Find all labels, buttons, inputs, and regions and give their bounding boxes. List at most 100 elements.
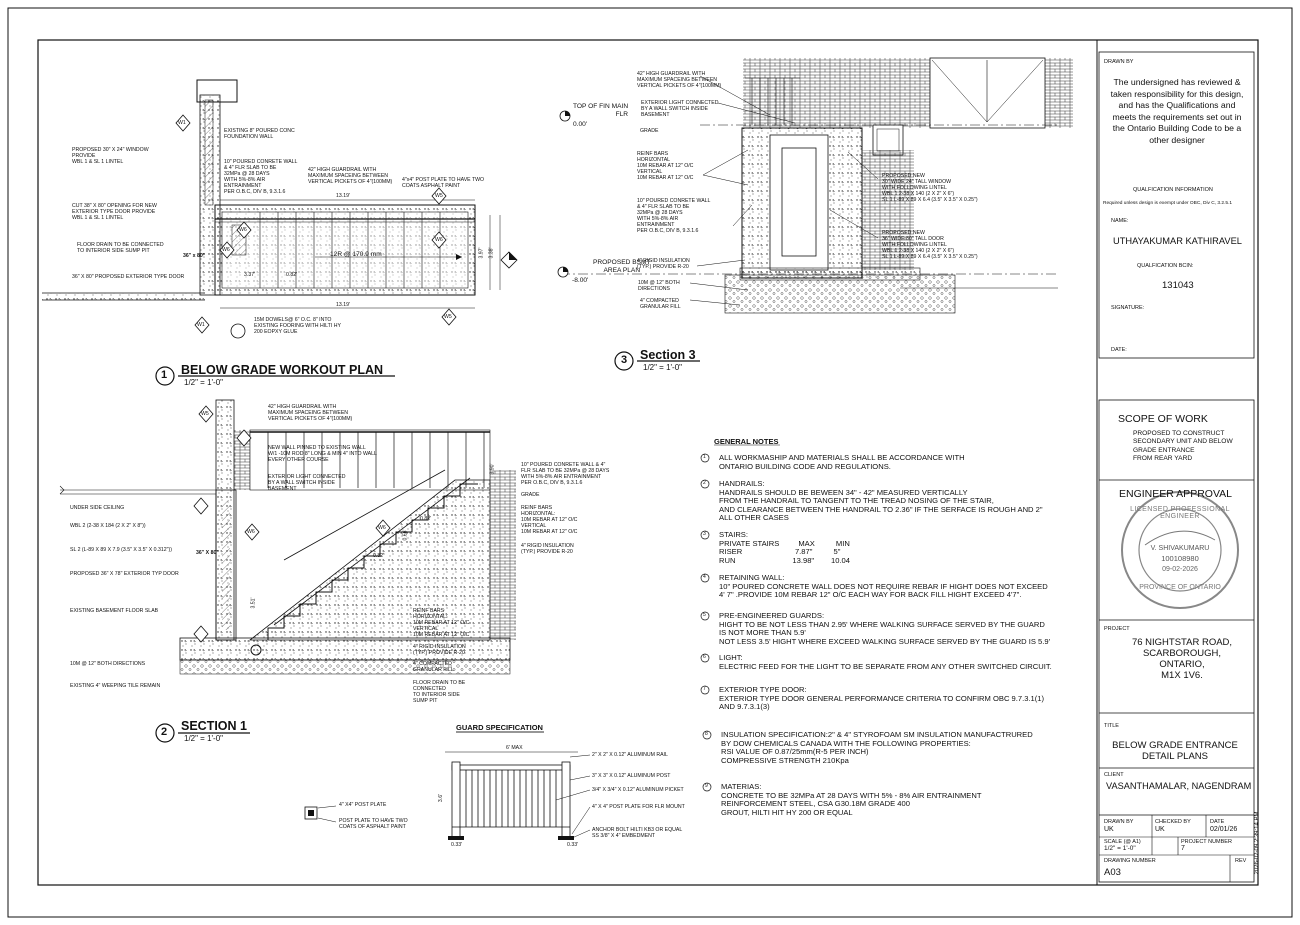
section1-label-light: EXTERIOR LIGHT CONNECTED BY A WALL SWITC… <box>268 474 346 492</box>
section1-label-insulation: 4" RIGID INSULATION (TYP.) PROVIDE R-20 <box>521 543 574 555</box>
section1-dim-1: 0.82' <box>420 516 432 522</box>
plan1-dim-top: 13.19' <box>336 193 350 199</box>
section1-label-door: PROPOSED 36" X 78" EXTERIOR TYP DOOR <box>70 571 179 577</box>
section1-label-guardrail: 42" HIGH GUARDRAIL WITH MAXIMUM SPACEING… <box>268 404 353 422</box>
note-8-text: INSULATION SPECIFICATION:2" & 4" STYROFO… <box>721 730 1033 765</box>
tb-drawing-num-label: DRAWING NUMBER <box>1104 858 1156 864</box>
note-9-text: MATERIAS: CONCRETE TO BE 32MPa AT 28 DAY… <box>721 782 982 817</box>
section3-label-door: PROPOSED NEW 36" WIDE 80" TALL DOOR WITH… <box>882 230 978 260</box>
tb-date2-label: DATE <box>1210 819 1225 825</box>
section1-label-ceiling: UNDER SIDE CEILING <box>70 505 125 511</box>
guard-label-post-plate: 4" X 4" POST PLATE FOR FLR MOUNT <box>592 804 685 810</box>
tb-drawn: UK <box>1104 826 1114 833</box>
plan1-scale: 1/2" = 1'-0" <box>184 378 224 387</box>
plan1-tag-w5-bottom: W5 <box>444 314 452 320</box>
tb-scope-text: PROPOSED TO CONSTRUCT SECONDARY UNIT AND… <box>1133 430 1233 462</box>
plan1-dim-door: 36" x 80" <box>183 253 206 259</box>
plan1-dim-run: 0.82' <box>286 272 298 278</box>
section1-label-new-wall: NEW WALL PINNED TO EXISTING WALL W/1 -10… <box>268 445 377 463</box>
guard-label-post: 3" X 3" X 0.12" ALUMINUM POST <box>592 773 671 779</box>
section1-label-insulation-2: 4" RIGID INSULATION (TYP.) PROVIDE R-20 <box>413 644 466 656</box>
tb-drawn-label: DRAWN BY <box>1104 819 1134 825</box>
tb-signature-label: SIGNATURE: <box>1111 305 1145 311</box>
note-7-number: 7 <box>703 686 706 692</box>
stamp-top-text: LICENSED PROFESSIONAL ENGINEER <box>1130 506 1230 520</box>
print-timestamp: 2026-02-09 2:39:14 PM <box>1254 811 1261 875</box>
section1-dim-2: 0.82' <box>373 553 385 559</box>
section1-scale: 1/2" = 1'-0" <box>184 734 224 743</box>
note-4-number: 4 <box>703 574 706 580</box>
plan1-tag-w6-a: W6 <box>239 227 247 233</box>
plan1-label-dowels: 15M DOWELS@ 6" O.C. 8" INTO EXISTING FOO… <box>254 317 341 335</box>
tb-date-label: DATE: <box>1111 347 1127 353</box>
tb-engineer-title: ENGINEER APPROVAL <box>1119 488 1233 500</box>
note-3-text: STAIRS: PRIVATE STAIRS MAX MIN RISER 7.8… <box>719 530 850 565</box>
plan1-tag-w1-bottom: W1 <box>197 322 205 328</box>
section3-label-light: EXTERIOR LIGHT CONNECTED BY A WALL SWITC… <box>641 100 719 118</box>
engineer-stamp: LICENSED PROFESSIONAL ENGINEER V. SHIVAK… <box>1122 492 1238 608</box>
guard-label-rail: 2" X 2" X 0.12" ALUMINUM RAIL <box>592 752 668 758</box>
section1-title: SECTION 1 <box>181 719 247 733</box>
tb-drawn-by-label: DRAWN BY <box>1104 59 1134 65</box>
note-9-number: 9 <box>705 783 708 789</box>
note-6-number: 6 <box>703 654 706 660</box>
plan1-label-conc-wall: 10" POURED CONRETE WALL & 4" FLR SLAB TO… <box>224 159 298 195</box>
section1-dim-4: 3.51' <box>250 597 257 609</box>
section1-dim-door: 36" X 80" <box>196 550 219 556</box>
stamp-name: V. SHIVAKUMARU <box>1150 545 1210 552</box>
guard-label-anchor: ANCHOR BOLT HILTI KB3 OR EQUAL SS 3/8" X… <box>592 827 683 839</box>
note-4-text: RETAINING WALL: 10" POURED CONCRETE WALL… <box>719 573 1048 600</box>
section1-label-fill: 4" COMPACTED GRANULAR FILL <box>413 661 454 673</box>
tb-scope-title: SCOPE OF WORK <box>1118 413 1208 425</box>
section1-label-conc-wall: 10" POURED CONRETE WALL & 4" FLR SLAB TO… <box>521 462 610 486</box>
plan1-tag-w6-c: W6 <box>222 247 230 253</box>
tb-client-label: CLIENT <box>1104 772 1124 778</box>
section3-label-rebar: 10M @ 12" BOTH DIRECTIONS <box>638 280 680 292</box>
plan1-title: BELOW GRADE WORKOUT PLAN <box>181 363 384 377</box>
tb-date2: 02/01/26 <box>1210 826 1238 833</box>
plan1-dim-bottom: 13.19' <box>336 302 350 308</box>
section1-label-weeping-tile: EXISTING 4" WEEPING TILE REMAIN <box>70 683 161 689</box>
stamp-number: 100108980 <box>1161 554 1199 563</box>
plan1-label-guardrail: 42" HIGH GUARDRAIL WITH MAXIMUM SPACEING… <box>308 167 393 185</box>
plan1-tag-w6-b: W6 <box>435 237 443 243</box>
section3-scale: 1/2" = 1'-0" <box>643 363 683 372</box>
section1-label-drain: FLOOR DRAIN TO BE CONNECTED TO INTERIOR … <box>413 680 466 704</box>
stamp-bottom-text: PROVINCE OF ONTARIO <box>1139 584 1221 591</box>
note-5-text: PRE-ENGINEERED GUARDS: HIGHT TO BE NOT L… <box>719 611 1051 646</box>
section1-tag-w6-a: W6 <box>378 525 386 531</box>
tb-qual-exempt: Required unless design is exempt under O… <box>1103 201 1233 206</box>
tb-drawing-num: A03 <box>1104 867 1121 878</box>
section3-level-bsmt-value: -8.00' <box>572 277 589 284</box>
tb-project-num: 7 <box>1181 845 1185 852</box>
section3-level-main-label: TOP OF FIN MAIN FLR <box>573 103 629 118</box>
tb-qual-info-label: QUALFICATION INFORMATION <box>1133 187 1213 193</box>
plan1-number: 1 <box>161 369 168 381</box>
tb-rev-label: REV <box>1235 858 1247 864</box>
section1-dim-5: 3.90' <box>489 463 496 475</box>
section3-label-guardrail: 42" HIGH GUARDRAIL WITH MAXIMUM SPACEING… <box>637 71 722 89</box>
section3-number: 3 <box>621 354 628 366</box>
section1-label-sl2: SL 2 (L-89 X 89 X 7.9 (3.5" X 3.5" X 0.3… <box>70 547 172 553</box>
tb-checked-label: CHECKED BY <box>1155 819 1191 825</box>
note-5-number: 5 <box>703 612 706 618</box>
tb-title-label: TITLE <box>1104 723 1119 729</box>
section1-label-grade: GRADE <box>521 492 540 498</box>
plan1-label-window: PROPOSED 30" X 24" WINDOW PROVIDE WBL 1 … <box>72 147 149 165</box>
plan1-label-found-wall: EXISTING 8" POURED CONC FOUNDATION WALL <box>224 128 295 140</box>
section1-tag-w6-b: W6 <box>247 529 255 535</box>
plan1-label-door: 36" X 80" PROPOSED EXTERIOR TYPE DOOR <box>72 274 185 280</box>
plan1-tag-w1-top: W1 <box>178 120 186 126</box>
plan1-dim-first: 3.37' <box>244 272 256 278</box>
plan1-label-floor-drain: FLOOR DRAIN TO BE CONNECTED TO INTERIOR … <box>77 242 164 254</box>
guard-dim-top: 6' MAX <box>506 745 523 751</box>
plan1-dim-height: 3.38' <box>488 247 495 259</box>
note-2-number: 2 <box>703 480 706 486</box>
section3-level-main-value: 0.00' <box>573 121 588 128</box>
section1-label-wbl2: WBL 2 (2-38 X 184 (2 X 2" X 8")) <box>70 523 146 529</box>
tb-statement: The undersigned has reviewed & taken res… <box>1110 77 1244 145</box>
tb-project: 76 NIGHTSTAR ROAD, SCARBOROUGH, ONTARIO,… <box>1131 637 1233 681</box>
guard-dim-height: 3.6' <box>438 793 445 803</box>
note-8-number: 8 <box>705 731 708 737</box>
